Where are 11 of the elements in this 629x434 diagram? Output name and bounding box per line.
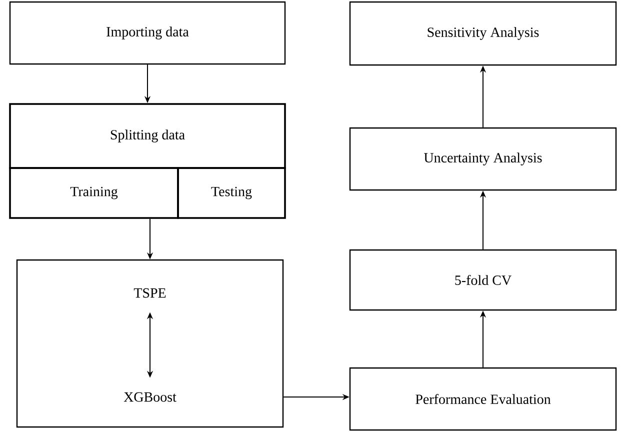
process-label: TSPE xyxy=(134,288,166,298)
process-box: Testing xyxy=(177,167,286,219)
process-label: XGBoost xyxy=(124,392,176,402)
model-box xyxy=(16,259,284,428)
process-box: 5-fold CV xyxy=(349,249,617,311)
process-box: Performance Evaluation xyxy=(349,367,617,431)
process-box: Uncertainty Analysis xyxy=(349,127,617,191)
process-box: Training xyxy=(9,167,179,219)
process-box: Splitting data xyxy=(9,103,286,169)
process-box: Importing data xyxy=(9,1,286,65)
process-box: Sensitivity Analysis xyxy=(349,1,617,66)
